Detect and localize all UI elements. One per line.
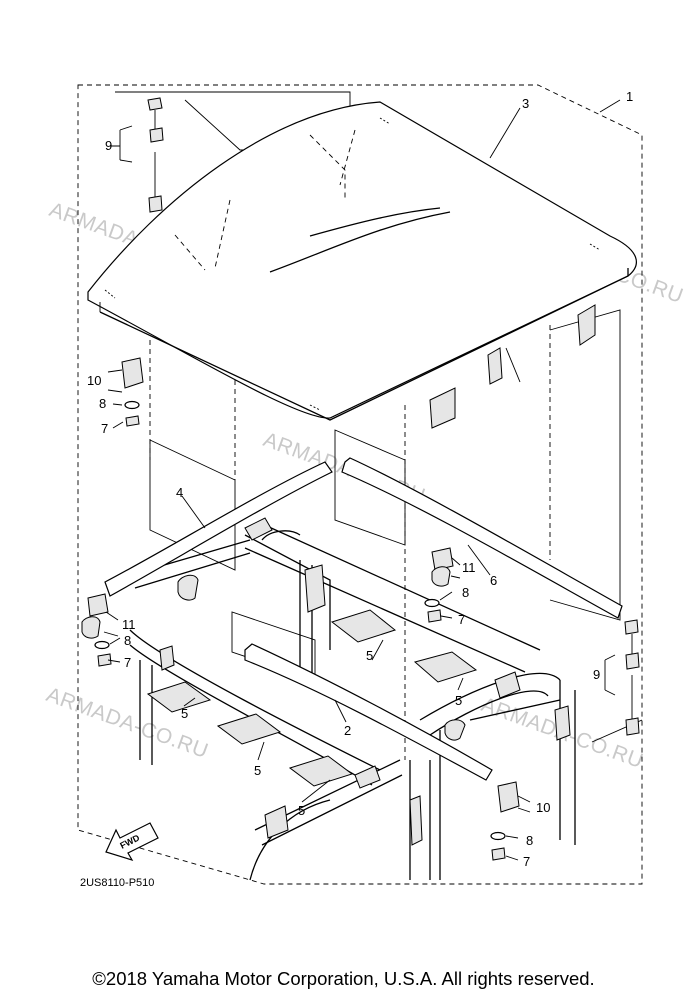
- diagram-code: 2US8110-P510: [80, 877, 154, 889]
- callout-10: 10: [536, 800, 550, 815]
- side-rail-right: [341, 457, 623, 619]
- callout-5: 5: [181, 706, 188, 721]
- callout-2: 2: [344, 723, 351, 738]
- roof-panel: [87, 101, 637, 429]
- callout-10: 10: [87, 373, 101, 388]
- callout-5: 5: [366, 648, 373, 663]
- callout-9: 9: [593, 667, 600, 682]
- leader-lines: [103, 99, 621, 861]
- copyright-notice: ©2018 Yamaha Motor Corporation, U.S.A. A…: [92, 968, 595, 989]
- callout-8: 8: [124, 633, 131, 648]
- front-rail: [244, 643, 493, 781]
- callout-11: 11: [122, 617, 136, 632]
- assembly-boundary: [77, 84, 643, 885]
- callout-8: 8: [526, 833, 533, 848]
- pad: [288, 755, 354, 787]
- callout-5: 5: [455, 693, 462, 708]
- callout-5: 5: [298, 803, 305, 818]
- pad: [330, 609, 397, 643]
- pad: [216, 713, 282, 745]
- callout-7: 7: [458, 612, 465, 627]
- fasteners: [81, 97, 640, 861]
- callout-7: 7: [124, 655, 131, 670]
- pads: [146, 609, 478, 787]
- callout-11: 11: [462, 560, 476, 575]
- callout-7: 7: [523, 854, 530, 869]
- callout-3: 3: [522, 96, 529, 111]
- callout-4: 4: [176, 485, 183, 500]
- pad: [146, 681, 212, 713]
- callout-7: 7: [101, 421, 108, 436]
- callouts: 1 3 9 10 8 7 4 11 6 8 7 11 8 7 5 9 5 5 2…: [87, 89, 633, 869]
- callout-9: 9: [105, 138, 112, 153]
- side-rail-left: [104, 461, 333, 597]
- callout-8: 8: [462, 585, 469, 600]
- fwd-arrow-icon: FWD: [105, 822, 159, 862]
- callout-8: 8: [99, 396, 106, 411]
- callout-6: 6: [490, 573, 497, 588]
- callout-1: 1: [626, 89, 633, 104]
- pad: [413, 651, 478, 683]
- callout-5: 5: [254, 763, 261, 778]
